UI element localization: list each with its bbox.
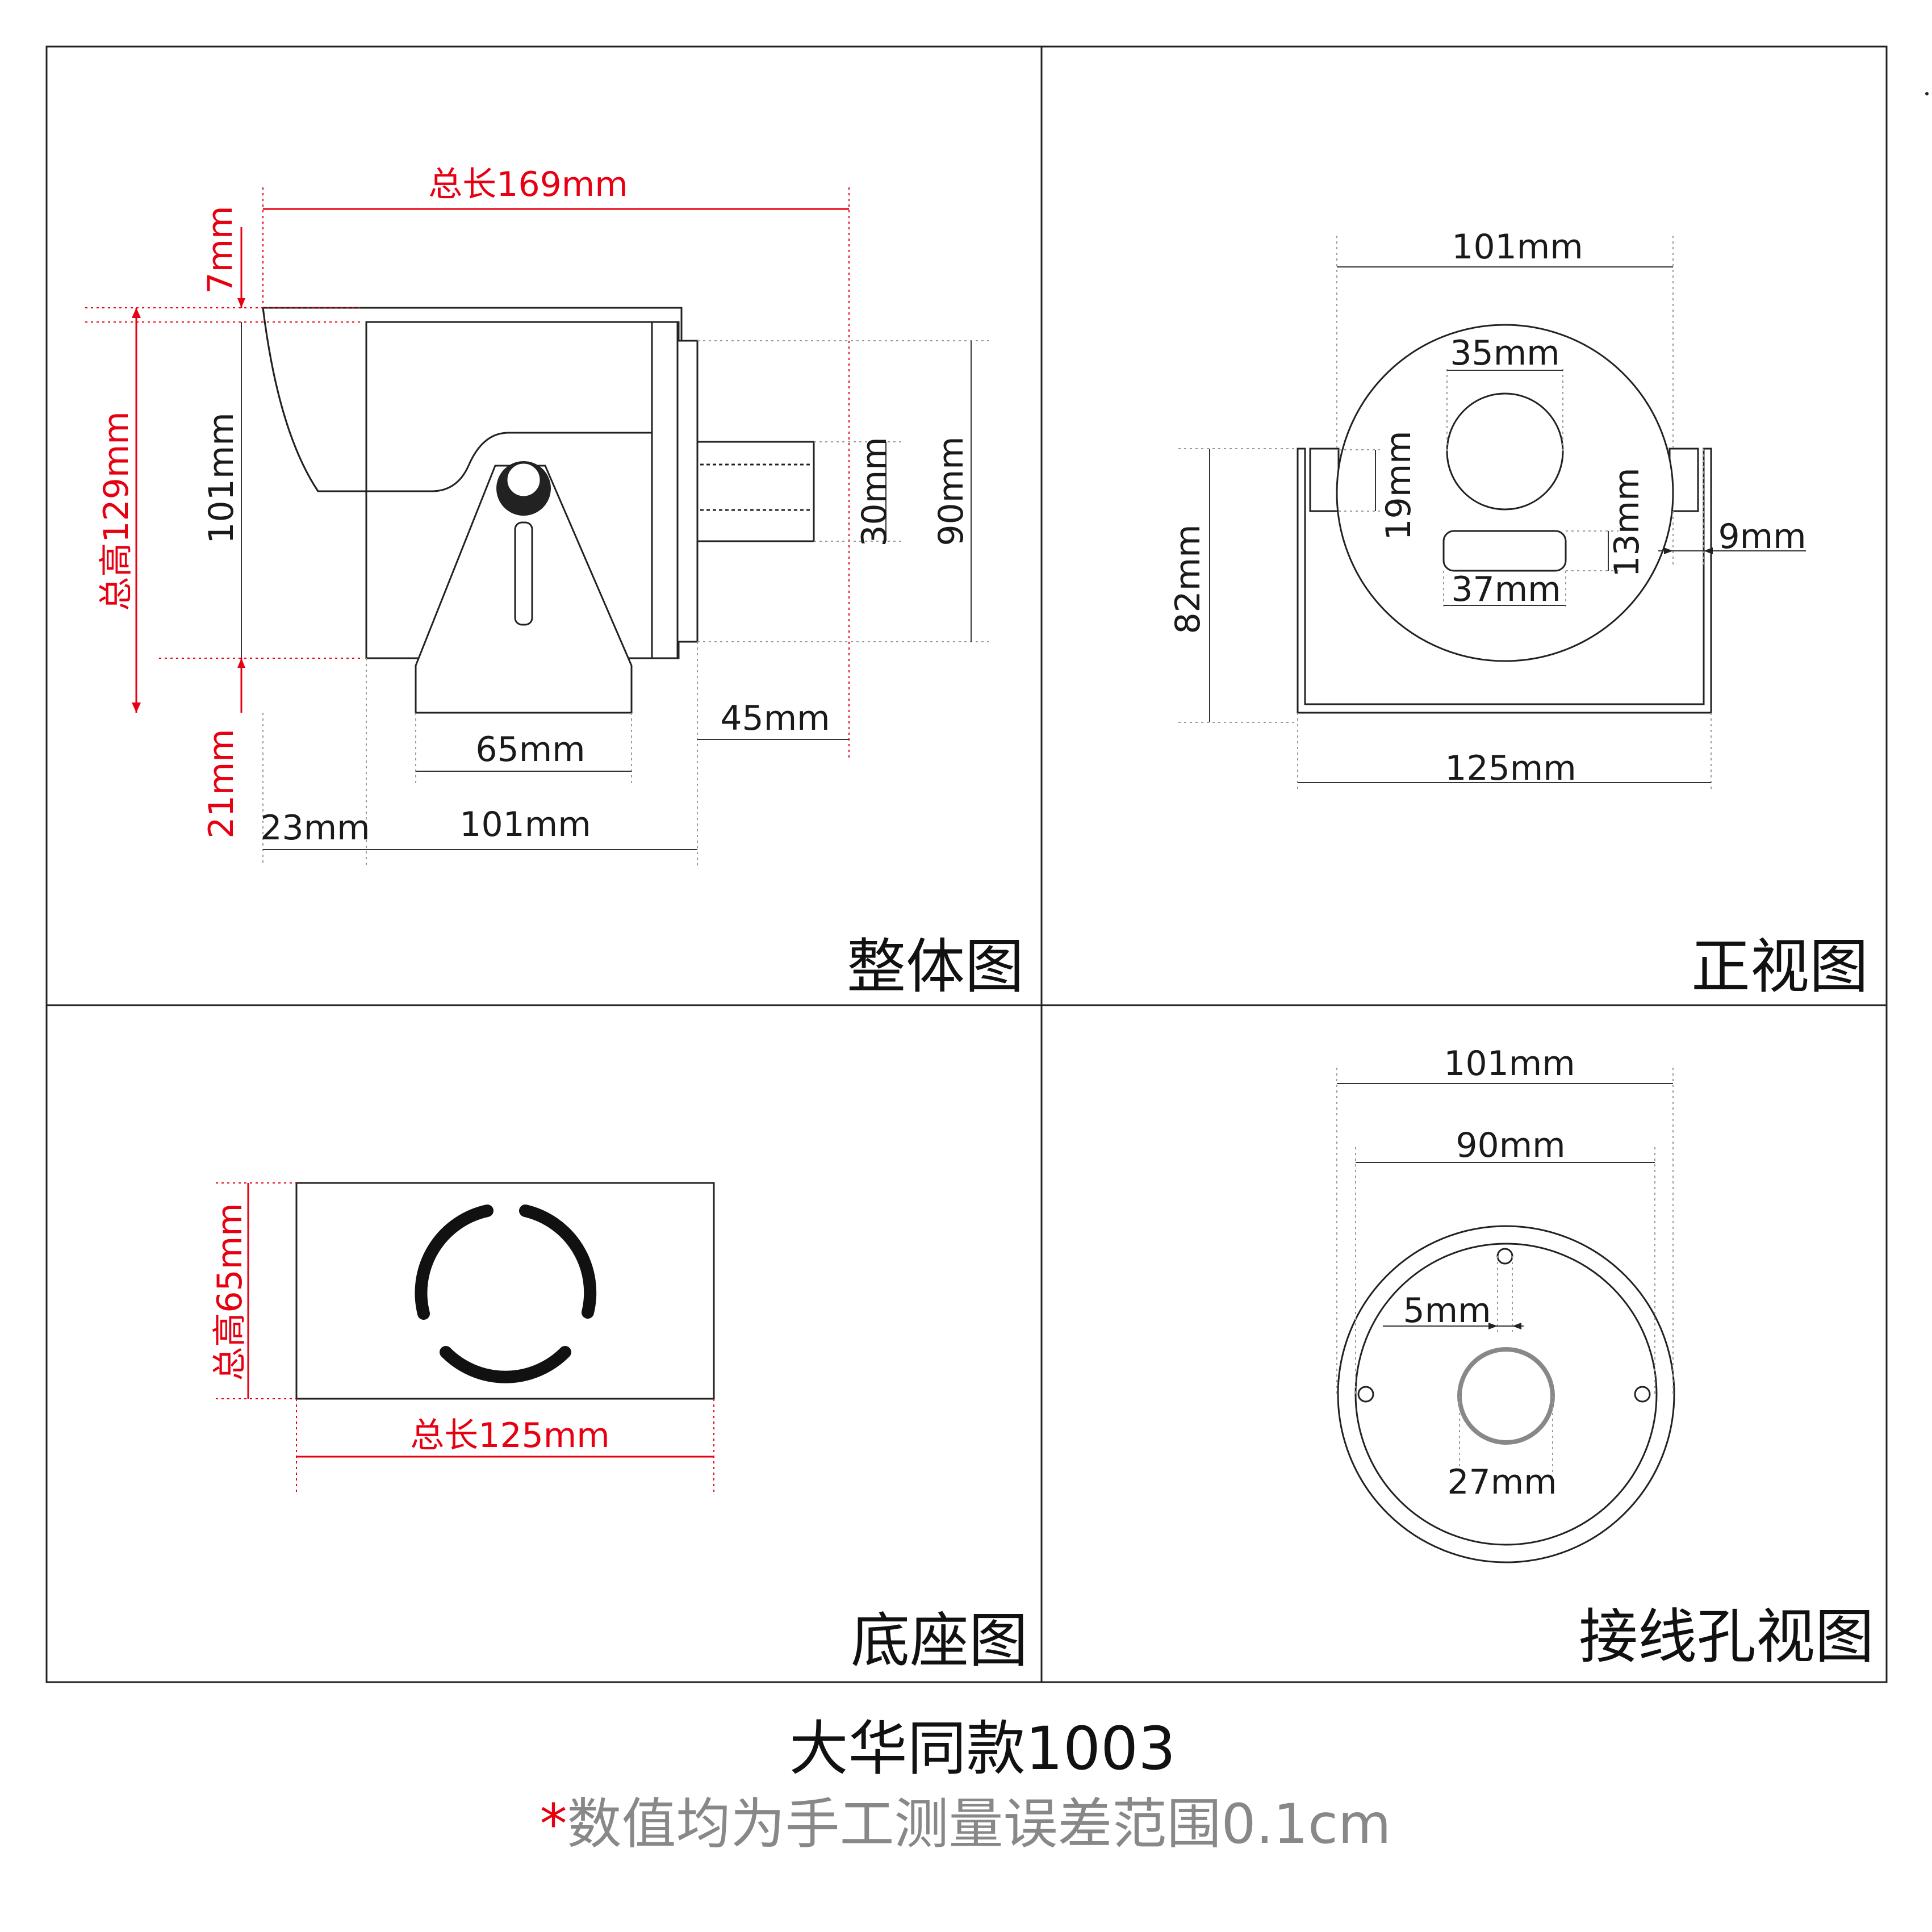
label-top-gap: 7mm <box>200 206 240 294</box>
dimension-hole-spacing <box>1383 1256 1524 1332</box>
panel-title-front: 正视图 <box>1691 932 1868 1001</box>
dimension-base-width <box>415 713 632 787</box>
label-body-length: 101mm <box>459 805 591 844</box>
base-arc-slots <box>415 1205 597 1383</box>
dimension-side-gap <box>1658 449 1806 568</box>
label-body-height: 101mm <box>202 412 241 543</box>
base-plate <box>295 1182 715 1400</box>
dimension-slot-height <box>1339 449 1380 512</box>
stray-dot <box>1925 92 1929 95</box>
panel-title-base: 底座图 <box>851 1606 1028 1675</box>
dimension-total-length <box>262 187 850 761</box>
dimension-base-length <box>296 1399 714 1494</box>
label-bracket-width: 125mm <box>1445 748 1576 788</box>
dimension-center-hole <box>1459 1396 1553 1475</box>
label-total-height: 总高129mm <box>97 411 136 610</box>
dimension-window-height <box>1566 530 1619 571</box>
footer-note-line: *数值均为手工测量误差范围0.1cm <box>540 1792 1391 1856</box>
panel-wiring: 101mm 90mm 5mm 27mm 接线孔视图 <box>1336 1044 1874 1671</box>
wiring-inner-ring <box>1354 1243 1658 1546</box>
label-center-hole: 27mm <box>1447 1462 1557 1502</box>
panel-front: 101mm 35mm 19mm 37mm 13mm <box>1168 227 1868 1001</box>
wiring-outer-ring <box>1337 1225 1675 1563</box>
dimension-base-height <box>216 1182 296 1399</box>
dimension-rear-depth <box>697 642 849 866</box>
label-side-gap: 9mm <box>1718 517 1806 557</box>
dimension-window-width <box>1443 571 1566 607</box>
label-total-length: 总长169mm <box>428 165 628 204</box>
label-base-total-length: 总长125mm <box>410 1416 609 1456</box>
label-front-diameter: 101mm <box>1452 227 1583 267</box>
panel-overall: 总长169mm 总高129mm 7mm 101mm 21mm 30m <box>85 165 1024 1001</box>
dimension-total-height <box>85 307 363 713</box>
screw-hole-left <box>1357 1386 1374 1403</box>
label-base-width: 65mm <box>475 730 585 770</box>
footer-note: 数值均为手工测量误差范围0.1cm <box>567 1792 1391 1856</box>
label-front-offset: 23mm <box>260 808 370 848</box>
footer-asterisk: * <box>540 1792 567 1856</box>
panel-base: 总高65mm 总长125mm 底座图 <box>210 1182 1028 1675</box>
dimension-bottom-chain <box>262 658 697 866</box>
screw-hole-top <box>1496 1248 1513 1265</box>
label-rear-depth: 45mm <box>720 699 830 738</box>
label-base-total-height: 总高65mm <box>210 1203 250 1381</box>
label-bracket-height: 82mm <box>1168 524 1208 634</box>
label-slot-height: 19mm <box>1379 430 1419 540</box>
panel-title-overall: 整体图 <box>847 932 1024 1001</box>
dimension-wiring-inner <box>1355 1147 1655 1394</box>
label-window-width: 37mm <box>1451 570 1561 609</box>
label-wiring-inner: 90mm <box>1456 1126 1565 1165</box>
label-rear-height: 90mm <box>931 436 971 546</box>
dimension-cable-height <box>814 441 903 542</box>
label-cable-height: 30mm <box>855 437 894 546</box>
label-hole-spacing: 5mm <box>1403 1291 1491 1331</box>
dimension-lens <box>1446 369 1563 451</box>
dimension-bracket-width <box>1297 713 1712 792</box>
label-wiring-outer: 101mm <box>1444 1044 1575 1084</box>
panel-title-wiring: 接线孔视图 <box>1579 1602 1874 1671</box>
label-lens-diameter: 35mm <box>1450 333 1559 373</box>
dimension-bracket-height <box>1178 448 1298 723</box>
camera-side-drawing <box>262 307 815 714</box>
camera-front-drawing <box>1297 324 1712 714</box>
dimension-wiring-outer <box>1336 1068 1674 1394</box>
label-window-height: 13mm <box>1607 467 1647 577</box>
dimension-vertical-chain <box>237 227 245 713</box>
screw-hole-right <box>1634 1386 1651 1403</box>
label-bottom-gap: 21mm <box>202 729 241 838</box>
footer-title: 大华同款1003 <box>789 1714 1176 1783</box>
dimension-front-diameter <box>1336 236 1674 449</box>
panel-grid <box>45 45 1888 1683</box>
dimension-rear-height <box>697 340 991 642</box>
